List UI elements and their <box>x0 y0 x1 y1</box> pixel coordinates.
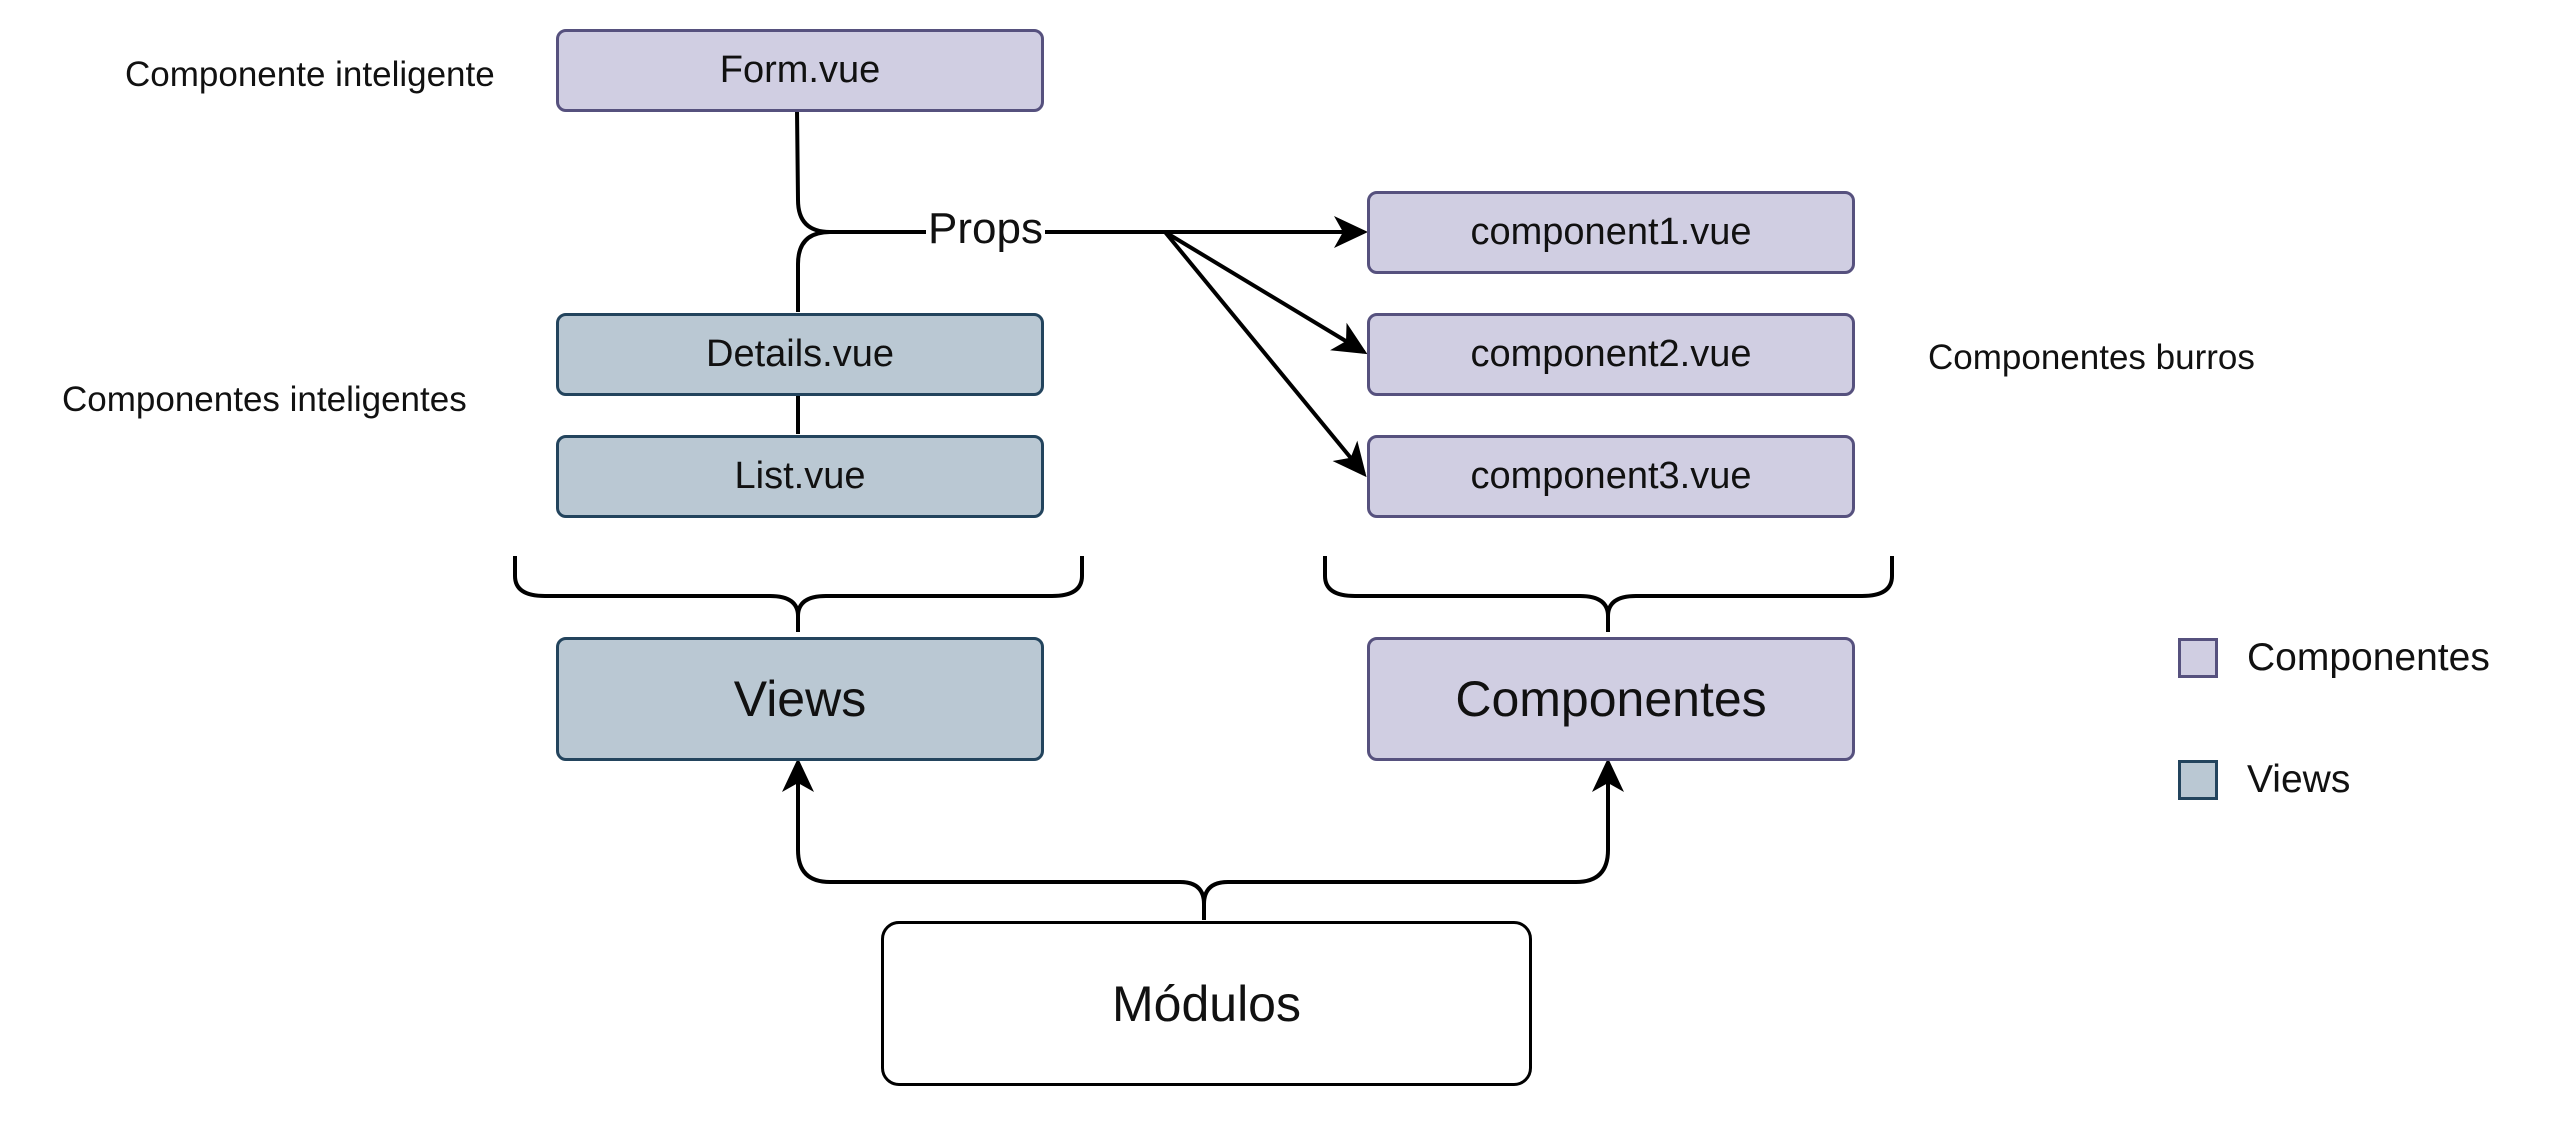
edge-modulos-to-componentes <box>1202 758 1624 905</box>
brace-views <box>513 556 1084 632</box>
legend-swatch-componentes <box>2178 638 2218 678</box>
brace-componentes <box>1323 556 1894 632</box>
node-modulos[interactable]: Módulos <box>881 921 1532 1086</box>
legend-swatch-views <box>2178 760 2218 800</box>
edge-label-props: Props <box>926 204 1045 254</box>
annotation-componente-inteligente: Componente inteligente <box>125 55 495 94</box>
node-views[interactable]: Views <box>556 637 1044 761</box>
node-component3-vue[interactable]: component3.vue <box>1367 435 1855 518</box>
annotation-componentes-inteligentes: Componentes inteligentes <box>62 380 467 419</box>
edge-modulos-to-views <box>782 758 1206 920</box>
node-componentes[interactable]: Componentes <box>1367 637 1855 761</box>
edge-props-to-component3 <box>1163 230 1367 478</box>
node-component2-vue[interactable]: component2.vue <box>1367 313 1855 396</box>
legend-label-views: Views <box>2247 758 2351 801</box>
node-form-vue[interactable]: Form.vue <box>556 29 1044 112</box>
legend-label-componentes: Componentes <box>2247 636 2490 679</box>
edge-details-to-props <box>796 230 831 312</box>
edge-form-to-props <box>795 109 930 234</box>
node-list-vue[interactable]: List.vue <box>556 435 1044 518</box>
annotation-componentes-burros: Componentes burros <box>1928 338 2255 377</box>
edge-props-to-component2 <box>1163 230 1368 355</box>
node-details-vue[interactable]: Details.vue <box>556 313 1044 396</box>
node-component1-vue[interactable]: component1.vue <box>1367 191 1855 274</box>
